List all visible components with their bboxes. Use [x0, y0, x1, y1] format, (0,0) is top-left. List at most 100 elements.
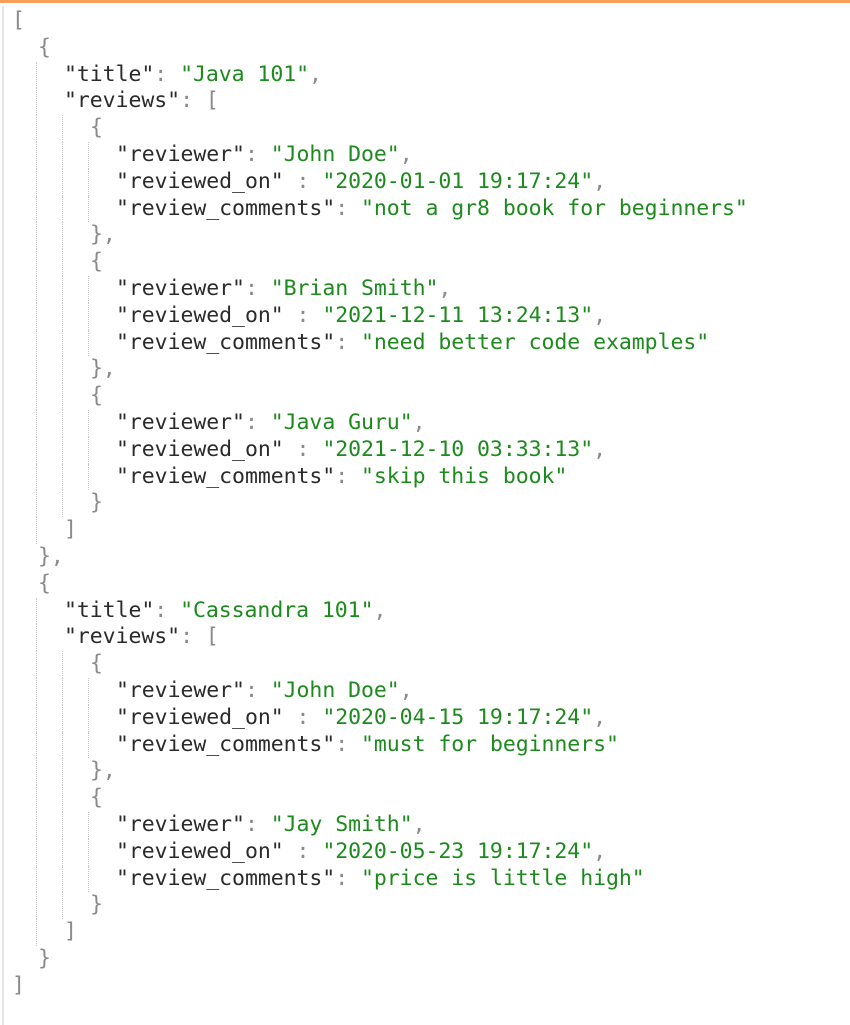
indent-guide	[36, 892, 37, 920]
json-string-value: "2020-01-01 19:17:24"	[322, 168, 594, 194]
indent-guide	[62, 838, 63, 866]
json-punctuation: :	[335, 463, 361, 489]
code-line: },	[12, 544, 748, 571]
json-punctuation: }	[90, 892, 103, 918]
indent-guide	[62, 651, 63, 678]
json-punctuation: {	[90, 115, 103, 141]
json-punctuation: : [	[180, 624, 219, 650]
indent-guide	[88, 195, 89, 223]
indent-guide	[88, 463, 89, 491]
indent-guide	[88, 302, 89, 330]
indent-guide	[62, 195, 63, 223]
json-punctuation: :	[283, 838, 323, 864]
json-string-value: "need better code examples"	[361, 329, 710, 355]
json-punctuation: },	[38, 543, 64, 569]
indent-guide	[62, 141, 63, 169]
json-key: "review_comments"	[116, 195, 336, 221]
json-punctuation: :	[244, 141, 271, 167]
json-punctuation: :	[244, 409, 271, 435]
code-line: "review_comments": "need better code exa…	[12, 329, 748, 357]
code-line: }	[12, 946, 748, 973]
indent-guide	[62, 222, 63, 250]
json-punctuation: }	[38, 945, 51, 971]
code-line: "reviewer": "John Doe",	[12, 141, 748, 169]
json-punctuation: {	[90, 383, 103, 409]
json-punctuation: :	[335, 329, 361, 355]
indent-guide	[62, 490, 63, 518]
code-line: }	[12, 490, 748, 518]
indent-guide	[36, 249, 37, 276]
code-line: "title": "Java 101",	[12, 61, 748, 89]
indent-guide	[88, 865, 89, 893]
indent-guide	[88, 838, 89, 866]
code-line: {	[12, 35, 748, 62]
code-line: "reviewed_on" : "2020-05-23 19:17:24",	[12, 838, 748, 866]
indent-guide	[88, 409, 89, 437]
json-string-value: "2021-12-11 13:24:13"	[322, 302, 594, 328]
json-punctuation: ,	[593, 168, 606, 194]
indent-guide	[36, 811, 37, 839]
indent-guide	[36, 624, 37, 652]
json-punctuation: ,	[593, 436, 606, 462]
json-punctuation: {	[90, 651, 103, 677]
code-line: "review_comments": "not a gr8 book for b…	[12, 195, 748, 223]
indent-guide	[36, 436, 37, 464]
json-punctuation: ,	[412, 409, 426, 435]
json-code-block: [{"title": "Java 101","reviews": [{"revi…	[12, 8, 748, 999]
indent-guide	[62, 302, 63, 330]
indent-guide	[36, 409, 37, 437]
indent-guide	[62, 731, 63, 759]
indent-guide	[88, 811, 89, 839]
json-punctuation: :	[283, 704, 323, 730]
indent-guide	[62, 329, 63, 357]
json-punctuation: [	[12, 8, 25, 33]
indent-guide	[36, 222, 37, 250]
code-line: "reviewed_on" : "2021-12-10 03:33:13",	[12, 436, 748, 464]
json-string-value: "price is little high"	[361, 865, 645, 891]
json-punctuation: {	[38, 570, 51, 596]
json-punctuation: },	[90, 356, 116, 382]
json-punctuation: {	[90, 785, 103, 811]
json-punctuation: }	[90, 490, 103, 516]
indent-guide	[36, 919, 37, 946]
json-punctuation: :	[244, 677, 271, 703]
json-key: "reviewer"	[116, 275, 245, 301]
code-line: "reviewer": "Java Guru",	[12, 409, 748, 437]
code-line: "reviewer": "John Doe",	[12, 677, 748, 705]
json-string-value: "2020-05-23 19:17:24"	[322, 838, 594, 864]
json-punctuation: ,	[399, 141, 413, 167]
indent-guide	[36, 597, 37, 625]
code-line: "review_comments": "skip this book"	[12, 463, 748, 491]
indent-guide	[62, 115, 63, 142]
code-line: {	[12, 785, 748, 812]
json-punctuation: :	[283, 302, 323, 328]
indent-guide	[62, 785, 63, 812]
json-key: "review_comments"	[116, 865, 336, 891]
indent-guide	[36, 61, 37, 89]
json-key: "review_comments"	[116, 463, 336, 489]
code-line: "reviewed_on" : "2021-12-11 13:24:13",	[12, 302, 748, 330]
indent-guide	[36, 490, 37, 518]
indent-guide	[62, 383, 63, 410]
indent-guide	[88, 168, 89, 196]
json-punctuation: ,	[309, 61, 322, 87]
code-line: },	[12, 222, 748, 250]
json-key: "review_comments"	[116, 329, 336, 355]
json-punctuation: {	[38, 34, 51, 60]
json-string-value: "not a gr8 book for beginners"	[361, 195, 748, 221]
indent-guide	[36, 115, 37, 142]
indent-guide	[88, 275, 89, 303]
json-punctuation: :	[154, 61, 181, 87]
code-line: ]	[12, 517, 748, 544]
code-line: {	[12, 651, 748, 678]
json-punctuation: },	[90, 758, 116, 784]
json-string-value: "Cassandra 101"	[180, 597, 374, 623]
json-punctuation: ,	[412, 811, 426, 837]
json-punctuation: ,	[399, 677, 413, 703]
json-punctuation: :	[283, 168, 323, 194]
indent-guide	[62, 892, 63, 920]
code-line: {	[12, 249, 748, 276]
json-punctuation: :	[335, 865, 361, 891]
code-line: "review_comments": "must for beginners"	[12, 731, 748, 759]
indent-guide	[36, 865, 37, 893]
